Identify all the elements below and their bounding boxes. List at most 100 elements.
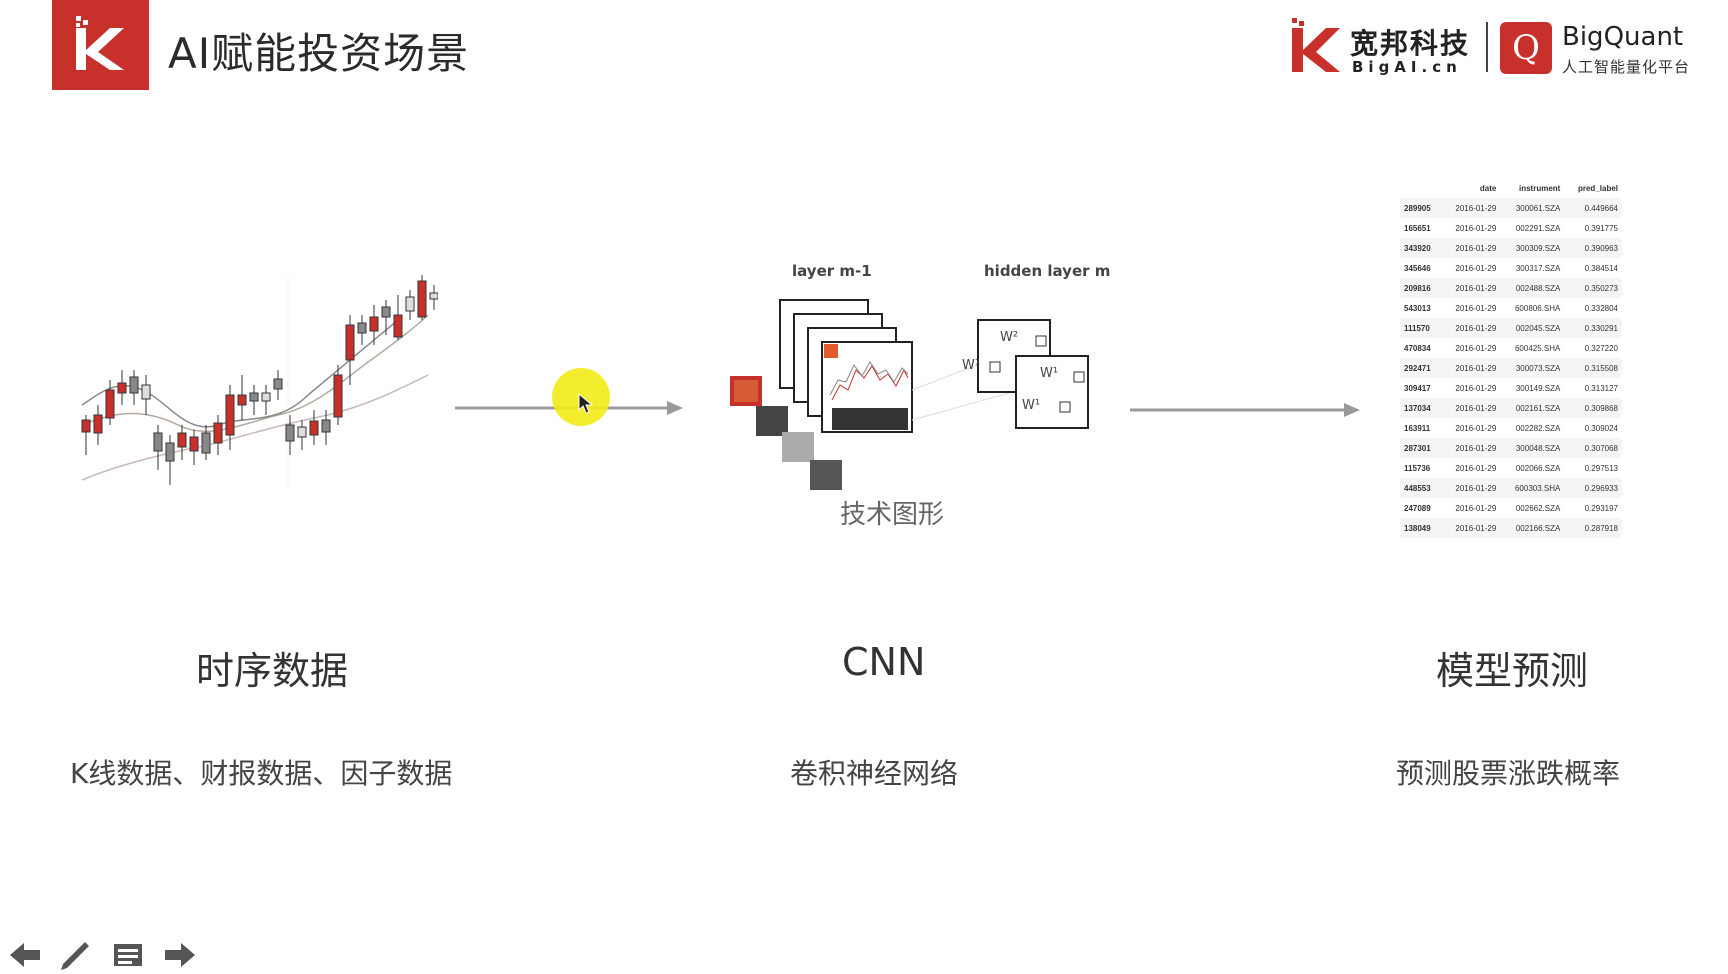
table-cell: 2016-01-29 xyxy=(1455,223,1497,233)
column-header: date xyxy=(1479,183,1497,193)
table-cell: 0.315508 xyxy=(1564,358,1622,378)
step-caption-cnn: CNN xyxy=(842,640,926,684)
table-cell: 2016-01-29 xyxy=(1455,263,1497,273)
column-header xyxy=(1400,178,1442,198)
slide-nav xyxy=(8,940,207,970)
table-cell: 600425.SHA xyxy=(1514,343,1561,353)
candlestick-chart-image xyxy=(81,275,438,490)
row-index: 209816 xyxy=(1400,278,1442,298)
brand-name-en: BigAI.cn xyxy=(1352,58,1462,76)
table-cell: 2016-01-29 xyxy=(1441,478,1501,498)
table-cell: 002161.SZA xyxy=(1500,398,1565,418)
flow-arrow-2 xyxy=(1130,403,1360,417)
k-logo-icon xyxy=(76,16,124,70)
company-logo xyxy=(52,0,149,90)
table-cell: 300073.SZA xyxy=(1500,358,1565,378)
row-index: 138049 xyxy=(1400,518,1442,538)
table-cell: 2016-01-29 xyxy=(1455,463,1497,473)
step-caption-prediction: 模型预测 xyxy=(1436,649,1589,693)
table-cell: 600806.SHA xyxy=(1514,303,1561,313)
table-cell: 2016-01-29 xyxy=(1455,383,1497,393)
row-index: 292471 xyxy=(1400,358,1442,378)
bigai-logo-icon xyxy=(1292,18,1340,72)
page-title: AI赋能投资场景 xyxy=(168,29,470,78)
table-cell: 0.330291 xyxy=(1564,318,1622,338)
weight-label-2: W¹ xyxy=(1040,366,1059,381)
row-index: 345646 xyxy=(1404,263,1431,273)
table-cell: 300149.SZA xyxy=(1515,383,1561,393)
product-subtitle: 人工智能量化平台 xyxy=(1562,58,1691,76)
notes-icon[interactable] xyxy=(110,940,146,970)
row-index: 247089 xyxy=(1404,503,1431,513)
row-index: 137034 xyxy=(1400,398,1442,418)
table-cell: 0.307068 xyxy=(1564,438,1622,458)
mouse-cursor-icon xyxy=(578,393,594,414)
step-caption-time-series: 时序数据 xyxy=(196,649,349,693)
table-cell: 2016-01-29 xyxy=(1441,198,1501,218)
back-icon[interactable] xyxy=(8,940,44,970)
table-cell: 2016-01-29 xyxy=(1441,318,1501,338)
cnn-hidden-label: hidden layer m xyxy=(984,262,1111,280)
table-cell: 2016-01-29 xyxy=(1455,343,1497,353)
table-cell: 2016-01-29 xyxy=(1441,438,1501,458)
table-row: 115736 2016-01-29 002066.SZA 0.297513 xyxy=(1400,458,1622,478)
row-index: 448553 xyxy=(1400,478,1442,498)
row-index: 115736 xyxy=(1404,463,1431,473)
table-cell: 0.449664 xyxy=(1564,198,1622,218)
row-index: 163911 xyxy=(1404,423,1431,433)
brand-header: 宽邦科技 BigAI.cn Q BigQuant 人工智能量化平台 xyxy=(1290,18,1710,78)
table-cell: 300048.SZA xyxy=(1500,438,1565,458)
column-header: pred_label xyxy=(1577,183,1618,193)
table-cell: 0.309024 xyxy=(1584,423,1618,433)
table-cell: 2016-01-29 xyxy=(1441,278,1501,298)
weight-label-3: W¹ xyxy=(1022,398,1041,413)
table-cell: 0.309868 xyxy=(1564,398,1622,418)
weight-label-4: W¹ xyxy=(962,358,981,373)
bigquant-logo-icon: Q xyxy=(1500,22,1552,74)
brand-divider xyxy=(1486,22,1488,72)
table-cell: 300317.SZA xyxy=(1515,263,1561,273)
step-sub-cnn: 卷积神经网络 xyxy=(790,757,959,790)
brand-name-cn: 宽邦科技 xyxy=(1350,27,1471,60)
row-index: 287301 xyxy=(1400,438,1442,458)
table-cell: 0.391775 xyxy=(1584,223,1618,233)
table-cell: 300309.SZA xyxy=(1500,238,1565,258)
row-index: 165651 xyxy=(1404,223,1431,233)
table-row: 165651 2016-01-29 002291.SZA 0.391775 xyxy=(1400,218,1622,238)
row-index: 543013 xyxy=(1404,303,1431,313)
table-cell: 0.297513 xyxy=(1584,463,1618,473)
table-cell: 0.327220 xyxy=(1584,343,1618,353)
table-cell: 0.350273 xyxy=(1564,278,1622,298)
table-cell: 0.296933 xyxy=(1564,478,1622,498)
row-index: 309417 xyxy=(1404,383,1431,393)
table-cell: 300061.SZA xyxy=(1500,198,1565,218)
product-name: BigQuant xyxy=(1562,22,1684,52)
row-index: 111570 xyxy=(1400,318,1442,338)
table-cell: 002066.SZA xyxy=(1515,463,1561,473)
row-index: 289905 xyxy=(1400,198,1442,218)
table-cell: 002166.SZA xyxy=(1500,518,1565,538)
table-cell: 0.313127 xyxy=(1584,383,1618,393)
forward-icon[interactable] xyxy=(161,940,197,970)
cnn-layer-label: layer m-1 xyxy=(792,262,872,280)
row-index: 343920 xyxy=(1400,238,1442,258)
table-cell: 002282.SZA xyxy=(1515,423,1561,433)
weight-label-1: W² xyxy=(1000,330,1019,345)
table-cell: 0.293197 xyxy=(1584,503,1618,513)
table-cell: 002291.SZA xyxy=(1515,223,1561,233)
table-cell: 0.390963 xyxy=(1564,238,1622,258)
table-cell: 002488.SZA xyxy=(1500,278,1565,298)
pen-icon[interactable] xyxy=(59,940,95,970)
